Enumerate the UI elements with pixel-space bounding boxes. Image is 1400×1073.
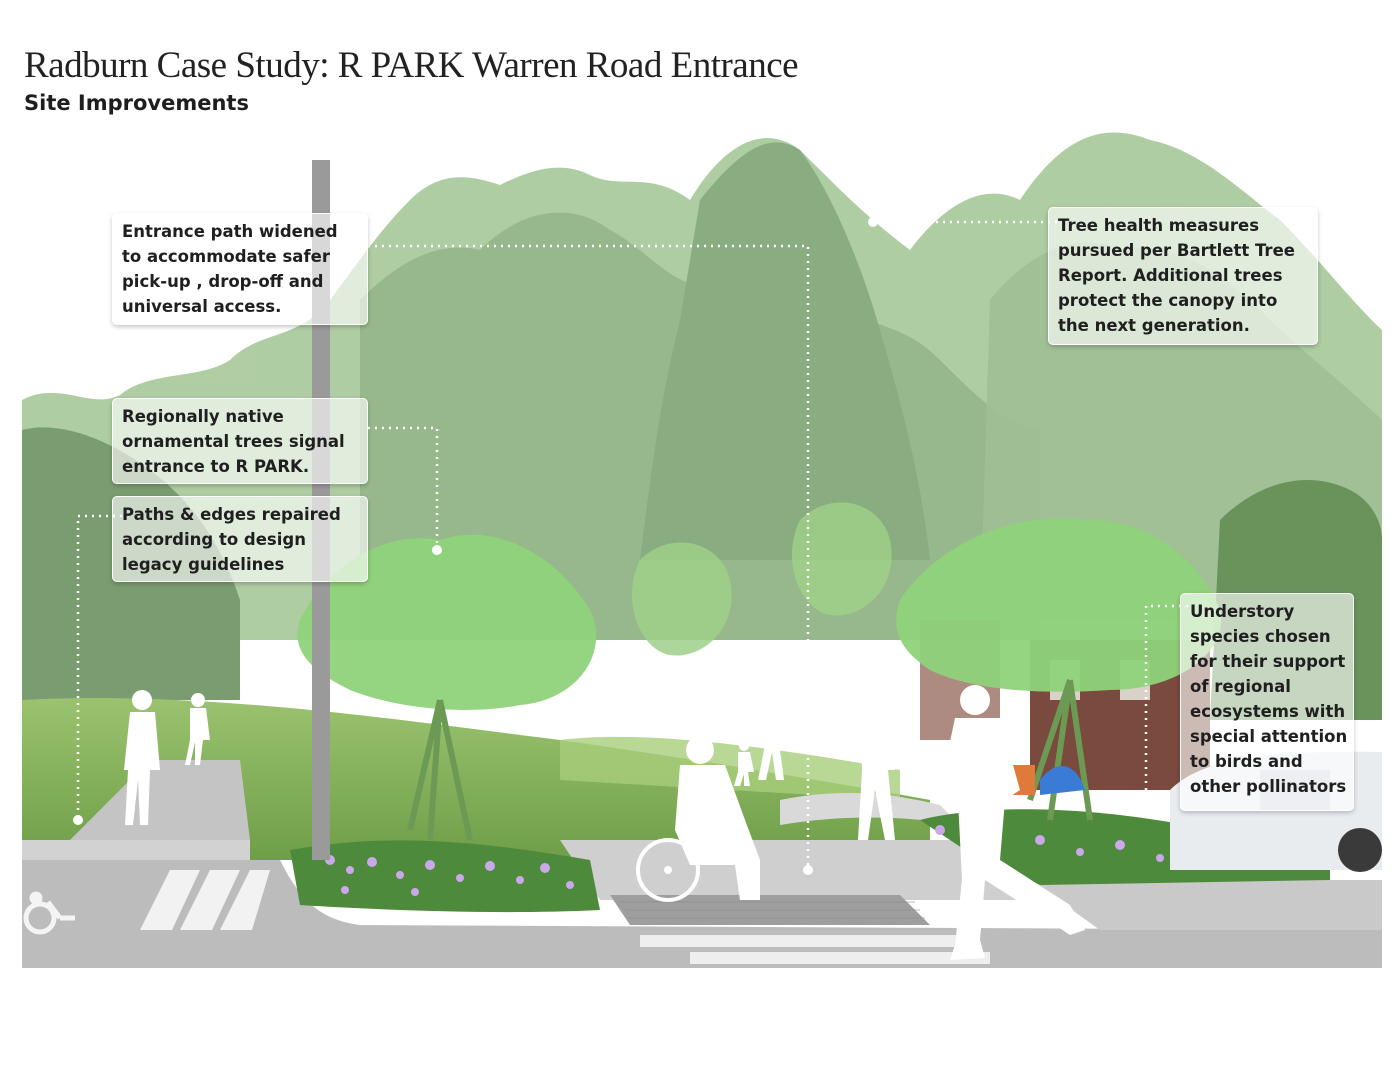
callout-line: pursued per Bartlett Tree (1058, 241, 1295, 260)
callout-ornamental-trees: Regionally native ornamental trees signa… (112, 398, 368, 484)
callout-line: special attention (1190, 727, 1348, 746)
callout-line: according to design (122, 530, 306, 549)
callout-entrance-path: Entrance path widened to accommodate saf… (112, 213, 368, 325)
crosswalk-icon (140, 870, 270, 930)
page-title: Radburn Case Study: R PARK Warren Road E… (24, 45, 799, 86)
callout-line: Understory (1190, 602, 1295, 621)
leader-dots (73, 217, 878, 875)
callout-line: of regional (1190, 677, 1291, 696)
callout-line: Entrance path widened (122, 222, 338, 241)
person-silhouette-icon (124, 685, 1085, 960)
page-subtitle: Site Improvements (24, 91, 249, 115)
callout-tree-health: Tree health measures pursued per Bartlet… (1048, 207, 1318, 345)
callout-line: Paths & edges repaired (122, 505, 341, 524)
left-sidewalk (70, 760, 250, 840)
callout-line: other pollinators (1190, 777, 1347, 796)
road (22, 860, 1382, 968)
callout-line: legacy guidelines (122, 555, 285, 574)
callout-line: ecosystems with (1190, 702, 1346, 721)
planting-bed-left (290, 840, 600, 913)
leader-lines (76, 220, 1188, 870)
callout-line: entrance to R PARK. (122, 457, 310, 476)
callout-understory: Understory species chosen for their supp… (1180, 593, 1354, 811)
callout-line: protect the canopy into (1058, 291, 1278, 310)
wheelchair-user-silhouette-icon (636, 736, 760, 902)
callout-paths-edges: Paths & edges repaired according to desi… (112, 496, 368, 582)
callout-line: Report. Additional trees (1058, 266, 1283, 285)
callout-line: Tree health measures (1058, 216, 1260, 235)
young-trees-mid (631, 502, 892, 656)
callout-line: universal access. (122, 297, 282, 316)
plaza-pavement (560, 840, 1040, 900)
callout-line: for their support (1190, 652, 1346, 671)
callout-line: species chosen (1190, 627, 1331, 646)
ornamental-tree-right (896, 518, 1222, 821)
crosswalk-right (640, 935, 990, 964)
callout-line: to accommodate safer (122, 247, 330, 266)
ornamental-tree-left (297, 534, 597, 841)
callout-line: ornamental trees signal (122, 432, 345, 451)
callout-line: Regionally native (122, 407, 284, 426)
callout-line: to birds and (1190, 752, 1303, 771)
callout-line: the next generation. (1058, 316, 1250, 335)
wheelchair-access-icon (23, 891, 75, 935)
callout-line: pick-up , drop-off and (122, 272, 324, 291)
